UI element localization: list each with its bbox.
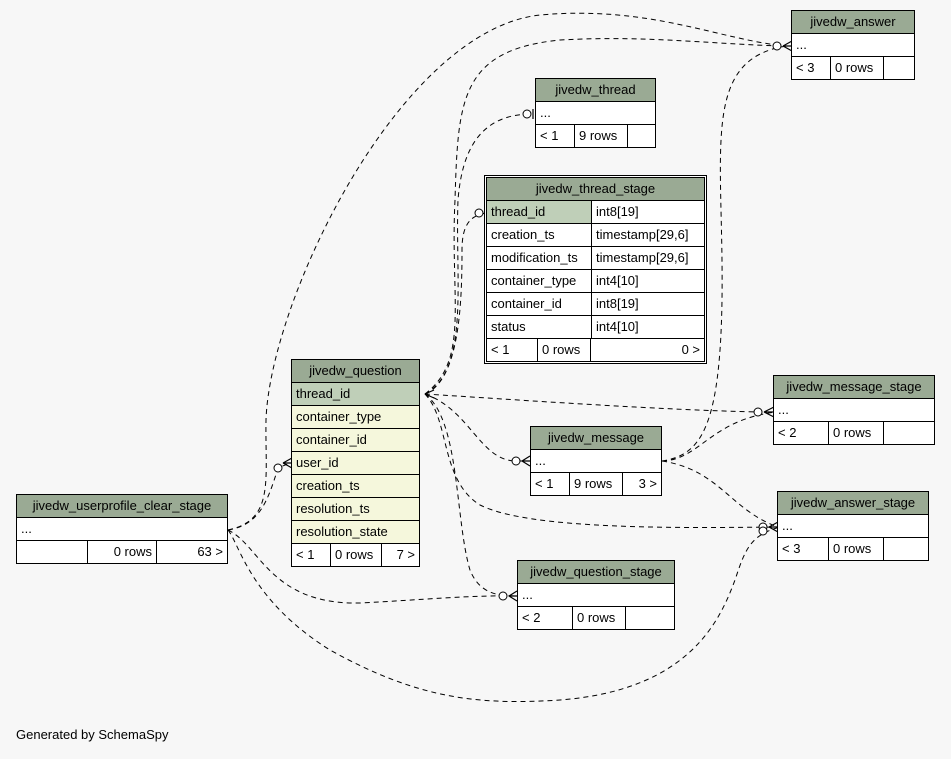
parent-count: < 1 [540,128,559,143]
table-row: thread_id [292,383,419,406]
relation-userprofile-question [227,462,291,531]
row-count: 0 rows [830,57,883,79]
table-row: resolution_state [292,521,419,544]
one-marker [522,109,534,119]
crow-foot-marker [424,389,435,399]
table-row: status int4[10] [487,316,704,339]
crow-foot-marker [498,590,518,602]
crow-foot-marker [273,457,293,473]
child-count [883,422,934,444]
table-header[interactable]: jivedw_message_stage [774,376,934,399]
table-header[interactable]: jivedw_userprofile_clear_stage [17,495,227,518]
table-footer: < 1 0 rows 0 > [487,339,704,361]
parent-count: < 1 [491,342,510,357]
child-count [883,538,928,560]
table-row: creation_ts [292,475,419,498]
table-row: container_type int4[10] [487,270,704,293]
table-row: user_id [292,452,419,475]
relation-message-answer-stage [661,460,779,528]
table-jivedw-question[interactable]: jivedw_question thread_id container_type… [291,359,420,567]
parent-count [17,541,87,563]
row-count: 0 rows [87,541,156,563]
table-footer: < 3 0 rows [792,57,914,79]
parent-count: < 3 [782,541,801,556]
table-footer: < 1 0 rows 7 > [292,544,419,566]
child-count: 3 > [622,473,661,495]
row-count: 0 rows [572,607,625,629]
table-jivedw-message[interactable]: jivedw_message ... < 1 9 rows 3 > [530,426,662,496]
parent-count: < 2 [522,610,541,625]
table-row: container_type [292,406,419,429]
table-jivedw-thread-stage[interactable]: jivedw_thread_stage thread_id int8[19] c… [484,175,707,364]
table-row: container_id int8[19] [487,293,704,316]
child-count [627,125,655,147]
relation-userprofile-answer [227,12,787,531]
parent-count: < 1 [296,547,315,562]
child-count: 0 > [590,339,704,361]
table-footer: < 1 9 rows 3 > [531,473,661,495]
relation-question-question-stage [424,393,518,597]
table-jivedw-message-stage[interactable]: jivedw_message_stage ... < 2 0 rows [773,375,935,445]
crow-foot-marker [772,40,793,52]
table-jivedw-userprofile-clear-stage[interactable]: jivedw_userprofile_clear_stage ... 0 row… [16,494,228,564]
table-row: creation_ts timestamp[29,6] [487,224,704,247]
table-footer: < 2 0 rows [518,607,674,629]
table-row: ... [17,518,227,541]
relation-question-answer [424,38,787,395]
table-header[interactable]: jivedw_question_stage [518,561,674,584]
table-header[interactable]: jivedw_thread_stage [487,178,704,201]
parent-count: < 1 [535,476,554,491]
table-row: ... [536,102,655,125]
table-row: container_id [292,429,419,452]
table-row: ... [774,399,934,422]
child-count [883,57,914,79]
row-count: 0 rows [828,422,883,444]
relation-message-stage [661,411,777,462]
table-row: resolution_ts [292,498,419,521]
child-count: 7 > [381,544,419,566]
row-count: 9 rows [569,473,622,495]
table-header[interactable]: jivedw_message [531,427,661,450]
relation-userprofile-answer-stage [227,526,781,703]
crow-foot-marker [511,455,531,467]
table-footer: < 2 0 rows [774,422,934,444]
table-row: ... [518,584,674,607]
child-count: 63 > [156,541,227,563]
row-count: 0 rows [537,339,590,361]
table-jivedw-answer[interactable]: jivedw_answer ... < 3 0 rows [791,10,915,80]
relation-question-thread-stage [424,212,488,395]
parent-count: < 3 [796,60,815,75]
table-row: ... [792,34,914,57]
row-count: 0 rows [330,544,381,566]
table-footer: 0 rows 63 > [17,541,227,563]
table-header[interactable]: jivedw_answer_stage [778,492,928,515]
table-row: thread_id int8[19] [487,201,704,224]
table-jivedw-answer-stage[interactable]: jivedw_answer_stage ... < 3 0 rows [777,491,929,561]
relation-userprofile-question-stage [227,529,518,604]
table-header[interactable]: jivedw_question [292,360,419,383]
relation-question-message-stage [424,393,776,413]
table-jivedw-question-stage[interactable]: jivedw_question_stage ... < 2 0 rows [517,560,675,630]
table-row: ... [531,450,661,473]
parent-count: < 2 [778,425,797,440]
table-row: modification_ts timestamp[29,6] [487,247,704,270]
table-header[interactable]: jivedw_thread [536,79,655,102]
table-row: ... [778,515,928,538]
table-header[interactable]: jivedw_answer [792,11,914,34]
relation-message-answer [661,45,787,462]
relation-question-message [424,393,530,462]
table-footer: < 3 0 rows [778,538,928,560]
table-footer: < 1 9 rows [536,125,655,147]
row-count: 9 rows [574,125,627,147]
row-count: 0 rows [828,538,883,560]
generated-by-note: Generated by SchemaSpy [16,727,169,742]
crow-foot-marker [753,406,775,418]
crow-foot-marker [758,521,779,536]
child-count [625,607,674,629]
table-jivedw-thread[interactable]: jivedw_thread ... < 1 9 rows [535,78,656,148]
